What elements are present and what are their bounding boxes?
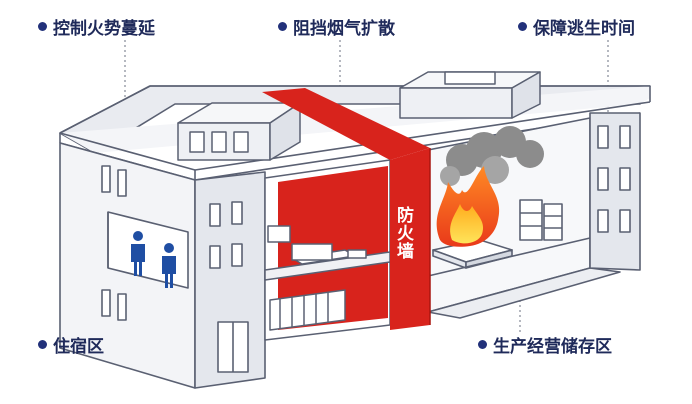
label-living-area: 住宿区: [38, 332, 104, 357]
label-production-area-text: 生产经营储存区: [493, 337, 612, 357]
label-production-area: 生产经营储存区: [478, 332, 612, 357]
label-block-smoke-text: 阻挡烟气扩散: [293, 19, 395, 39]
cutaway-storage: [264, 159, 391, 341]
bullet-dot-icon: [38, 340, 47, 349]
bullet-dot-icon: [38, 22, 47, 31]
bullet-dot-icon: [518, 22, 527, 31]
label-control-spread-text: 控制火势蔓延: [53, 19, 155, 39]
firewall: [262, 88, 431, 330]
label-escape-time: 保障逃生时间: [518, 14, 635, 39]
smoke-icon: [440, 126, 544, 186]
person-icon: [131, 231, 145, 276]
label-living-area-text: 住宿区: [53, 337, 104, 357]
flame-icon: [436, 166, 500, 247]
bullet-dot-icon: [278, 22, 287, 31]
bullet-dot-icon: [478, 340, 487, 349]
label-escape-time-text: 保障逃生时间: [533, 19, 635, 39]
person-icon: [162, 243, 176, 288]
firewall-label: 防火墙: [393, 206, 413, 260]
label-block-smoke: 阻挡烟气扩散: [278, 14, 395, 39]
rooftop-unit-right: [399, 71, 541, 119]
rooftop-unit-left: [177, 102, 301, 161]
label-control-spread: 控制火势蔓延: [38, 14, 155, 39]
